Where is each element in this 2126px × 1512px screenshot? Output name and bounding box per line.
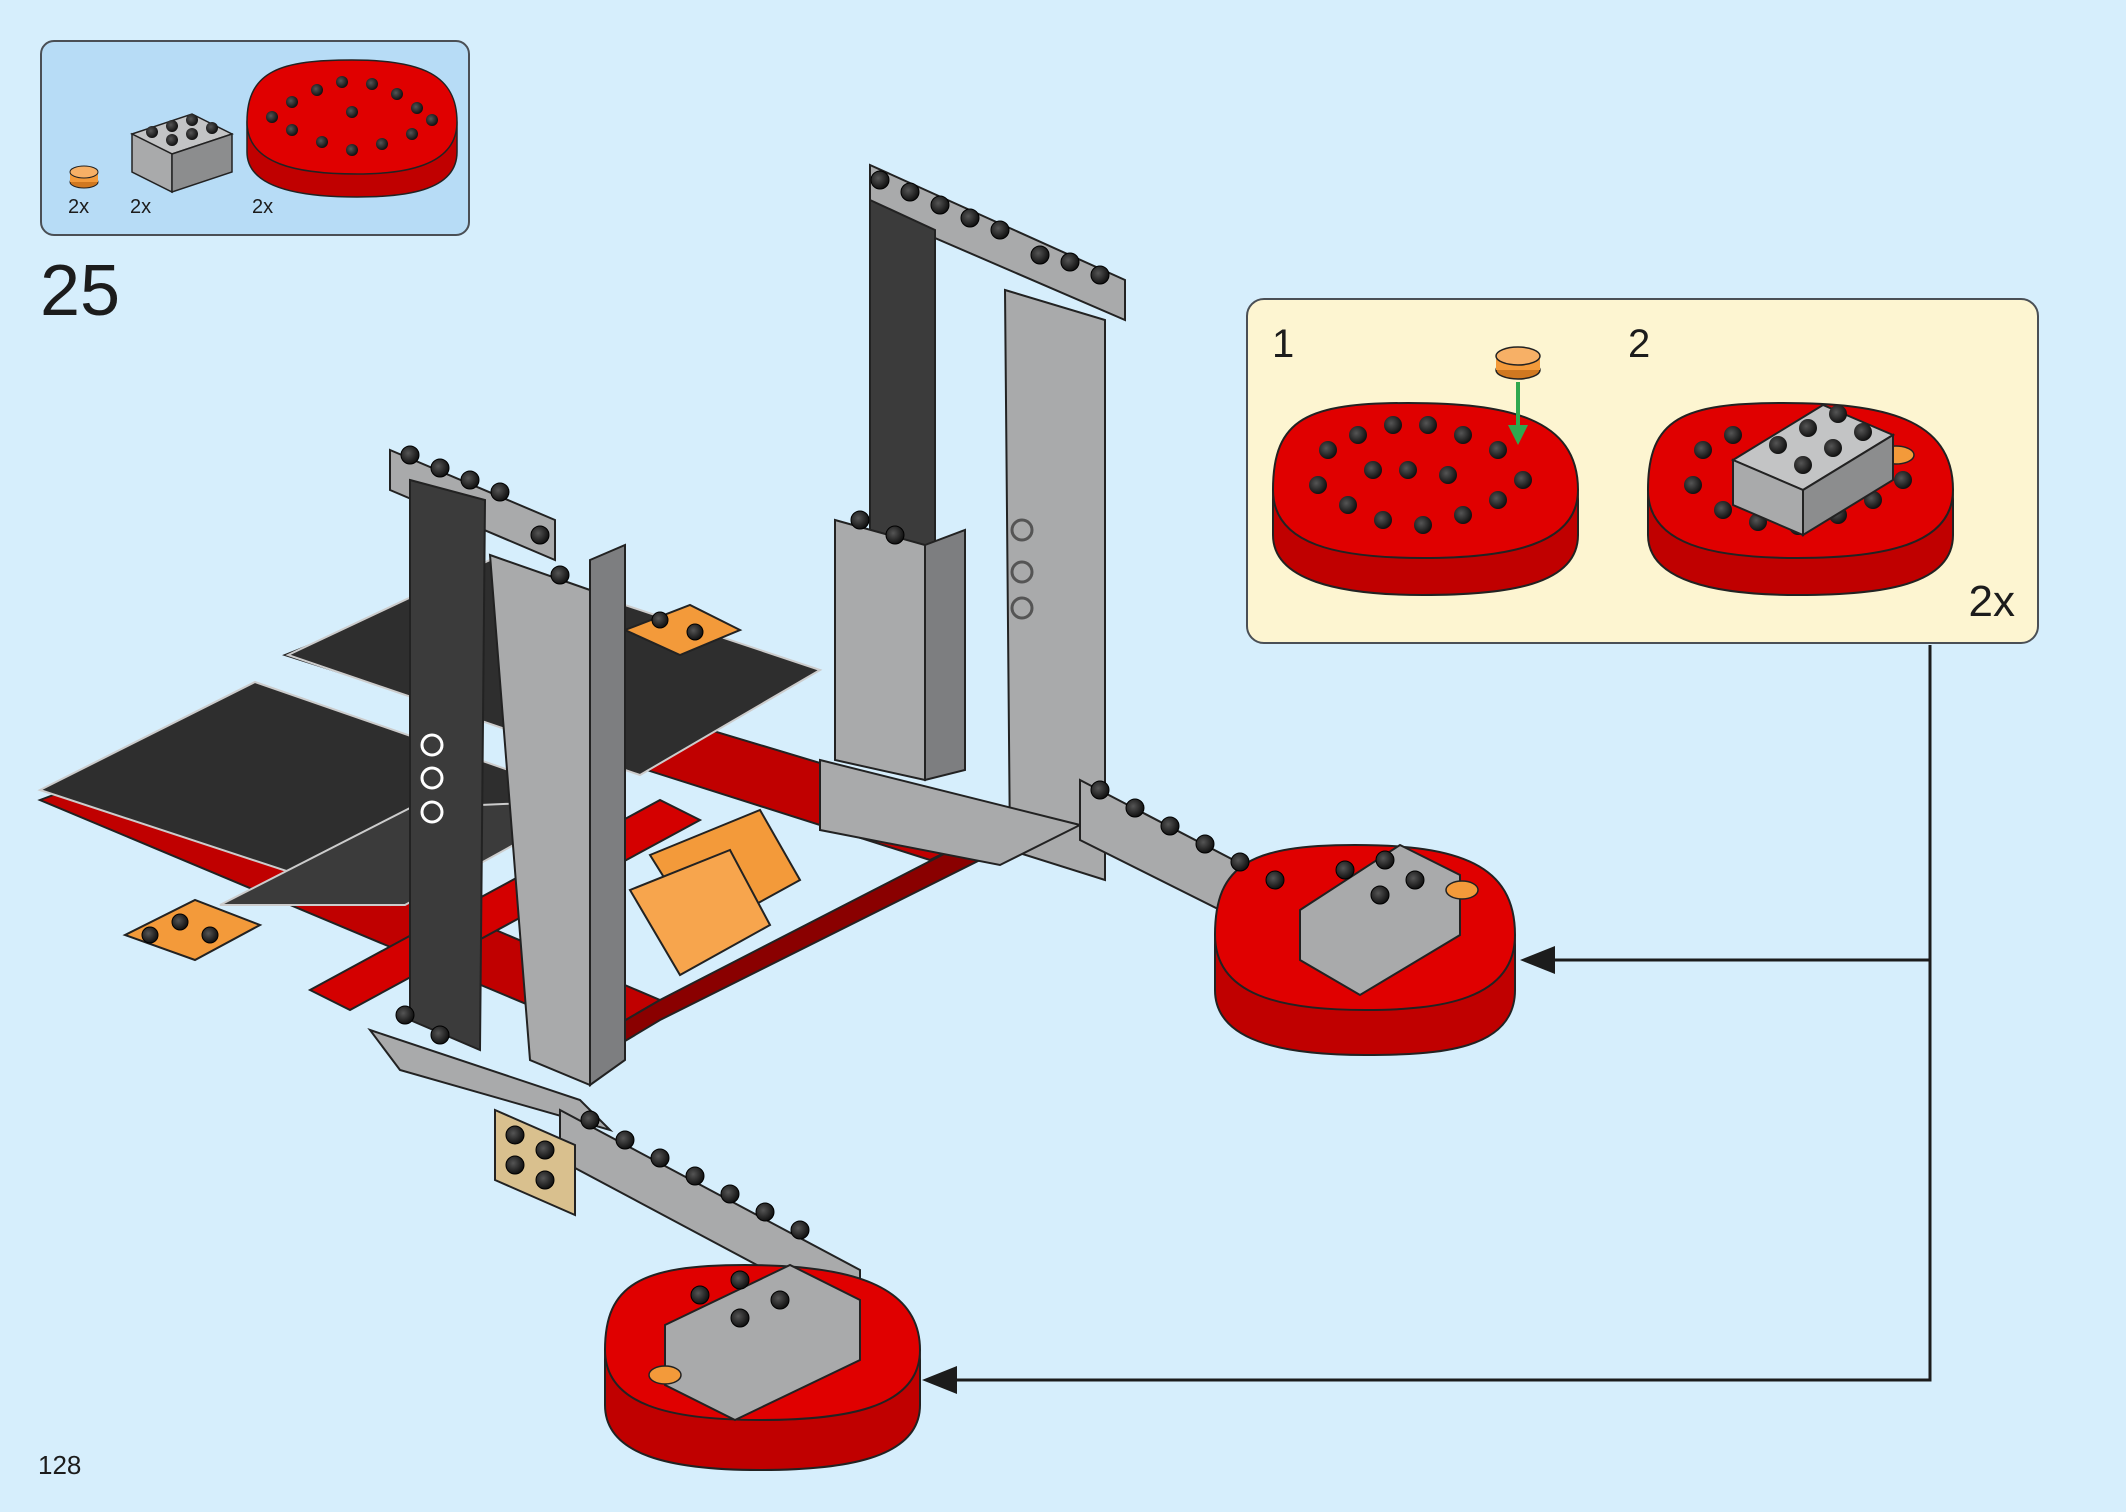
- parts-qty-grey-brick: 2x: [130, 196, 152, 218]
- substep-1-green-arrow: [1508, 382, 1528, 445]
- orange-round-plate-icon: [69, 165, 99, 189]
- substep-illustrations: [1271, 346, 1955, 597]
- red-round-corner-plate-icon: [246, 59, 458, 198]
- substep-number-1: 1: [1272, 322, 1295, 366]
- bottom-round-plate-assembly: [603, 1263, 922, 1472]
- grey-brick-icon: [130, 113, 234, 194]
- parts-list-illustrations: [69, 59, 458, 198]
- substep-callout-box: 1 2 2x: [1246, 298, 2039, 644]
- callout-arrowheads: [922, 946, 1555, 1394]
- substep-1-red-plate: [1271, 401, 1580, 597]
- substep-number-2: 2: [1628, 322, 1651, 366]
- step-number: 25: [40, 251, 121, 331]
- parts-qty-orange-plate: 2x: [68, 196, 90, 218]
- page-number: 128: [38, 1450, 82, 1480]
- parts-list-box: 2x 2x 2x: [40, 40, 470, 236]
- left-grey-frame: [389, 448, 626, 1087]
- substep-1-orange-plate: [1495, 346, 1541, 380]
- substep-2-grey-brick: [1730, 403, 1896, 537]
- right-round-plate-assembly: [1213, 843, 1517, 1057]
- orange-pieces: [122, 603, 802, 977]
- studs: [141, 170, 1425, 1328]
- substep-multiplier: 2x: [1968, 577, 2015, 626]
- callout-connector: [935, 645, 1932, 1382]
- right-grey-frame: [834, 163, 1126, 882]
- parts-qty-red-plate: 2x: [252, 196, 274, 218]
